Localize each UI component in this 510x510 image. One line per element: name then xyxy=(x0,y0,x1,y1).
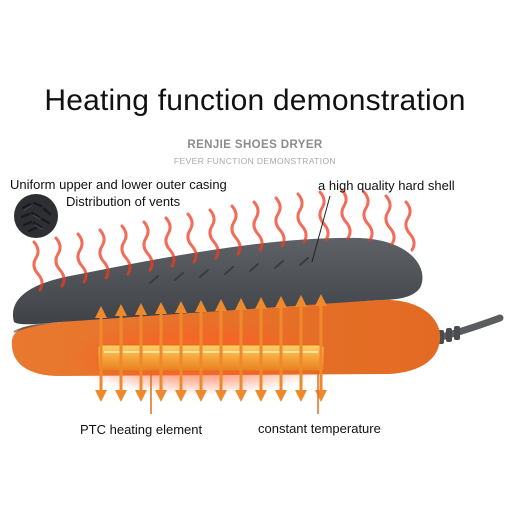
power-cord xyxy=(434,314,504,342)
heat-wave-icon xyxy=(32,188,416,292)
shell-vents xyxy=(149,257,309,284)
brand-name: RENJIE SHOES DRYER xyxy=(187,139,323,151)
up-down-arrow-icon xyxy=(95,294,327,402)
label-vents: Distribution of vents xyxy=(66,194,181,209)
vent-pattern-graphic xyxy=(20,201,52,233)
label-casing: Uniform upper and lower outer casing xyxy=(10,177,227,192)
label-ptc: PTC heating element xyxy=(80,422,203,437)
brand-subtitle: FEVER FUNCTION DEMONSTRATION xyxy=(173,156,337,166)
ptc-heater-bar xyxy=(97,344,325,372)
label-temperature: constant temperature xyxy=(258,421,381,436)
label-shell: a high quality hard shell xyxy=(318,178,455,193)
page-title: Heating function demonstration xyxy=(44,84,466,117)
vent-pattern-icon xyxy=(14,194,58,238)
shell-leader-line xyxy=(311,195,331,263)
